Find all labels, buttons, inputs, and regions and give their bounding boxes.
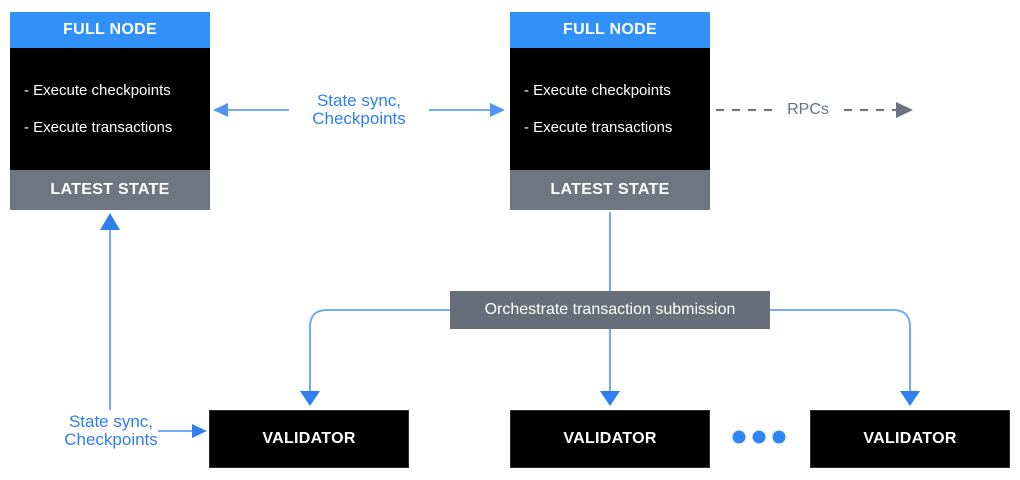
arrowhead-down-icon: [300, 391, 320, 406]
arrowhead-left-icon: [213, 103, 228, 117]
full-node-header: FULL NODE: [10, 12, 210, 48]
validator-box-3: VALIDATOR: [810, 410, 1010, 468]
latest-state-bar: LATEST STATE: [510, 170, 710, 210]
validator-box-1: VALIDATOR: [209, 410, 409, 468]
arrowhead-down-icon: [600, 391, 620, 406]
state-sync-label-line: Checkpoints: [312, 109, 406, 128]
arrowhead-right-icon: [896, 102, 913, 118]
node-task-item: - Execute transactions: [24, 119, 173, 136]
validator-label: VALIDATOR: [262, 430, 356, 447]
node-task-item: - Execute transactions: [524, 119, 673, 136]
ellipsis-dot: [752, 430, 766, 444]
full-node-left-box: FULL NODE - Execute checkpoints - Execut…: [10, 12, 210, 210]
ellipsis-dot: [732, 430, 746, 444]
validator-label: VALIDATOR: [863, 430, 957, 447]
validator-sync-up-arrow: [100, 213, 120, 410]
validator-box-2: VALIDATOR: [510, 410, 710, 468]
node-task-item: - Execute checkpoints: [24, 82, 171, 99]
node-task-list: - Execute checkpoints - Execute transact…: [10, 48, 210, 170]
ellipsis-dots: [732, 430, 786, 444]
orchestrator-label: Orchestrate transaction submission: [484, 301, 736, 318]
label-to-validator-arrow: [158, 424, 207, 438]
latest-state-bar: LATEST STATE: [10, 170, 210, 210]
orchestrator-to-validator-1-connector: [300, 309, 452, 406]
ellipsis-dot: [772, 430, 786, 444]
node-task-list: - Execute checkpoints - Execute transact…: [510, 48, 710, 170]
state-sync-label-line: State sync,: [68, 412, 154, 431]
arrowhead-up-icon: [100, 213, 120, 230]
arrowhead-down-icon: [900, 391, 920, 406]
state-sync-label-bottom-left: State sync, Checkpoints: [56, 413, 166, 449]
state-sync-label-line: State sync,: [316, 91, 402, 110]
rpc-dashed-arrow: [716, 102, 913, 118]
rpc-label: RPCs: [779, 100, 837, 120]
full-node-right-box: FULL NODE - Execute checkpoints - Execut…: [510, 12, 710, 210]
state-sync-label-line: Checkpoints: [64, 430, 158, 449]
state-sync-label-between-nodes: State sync, Checkpoints: [289, 91, 429, 129]
full-node-header: FULL NODE: [510, 12, 710, 48]
orchestrator-to-validator-3-connector: [768, 309, 920, 406]
arrowhead-right-icon: [490, 103, 505, 117]
node-task-item: - Execute checkpoints: [524, 82, 671, 99]
validator-label: VALIDATOR: [563, 430, 657, 447]
arrowhead-right-icon: [192, 424, 207, 438]
orchestrator-box: Orchestrate transaction submission: [450, 291, 770, 329]
